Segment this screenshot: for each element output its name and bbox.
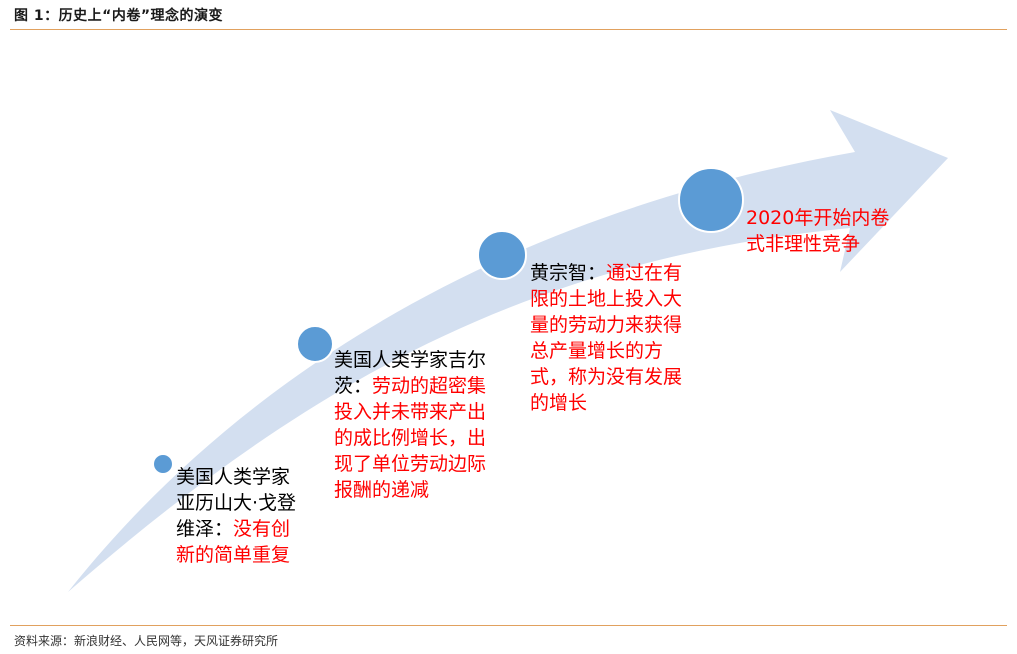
stage-1-name: 美国人类学家亚历山大·戈登维泽： bbox=[176, 466, 297, 540]
figure-title: 图 1：历史上“内卷”理念的演变 bbox=[14, 8, 224, 24]
stage-4-description: 2020年开始内卷式非理性竞争 bbox=[746, 207, 890, 255]
stage-4-label: 2020年开始内卷式非理性竞争 bbox=[746, 205, 898, 257]
stage-marker-4 bbox=[678, 167, 744, 233]
top-divider bbox=[10, 29, 1007, 30]
stage-3-label: 黄宗智：通过在有限的土地上投入大量的劳动力来获得总产量增长的方式，称为没有发展的… bbox=[530, 260, 684, 416]
stage-marker-2 bbox=[296, 325, 334, 363]
stage-2-name: 美国人类学家吉尔茨： bbox=[334, 349, 487, 397]
stage-3-description: 通过在有限的土地上投入大量的劳动力来获得总产量增长的方式，称为没有发展的增长 bbox=[530, 262, 683, 414]
stage-1-description: 没有创新的简单重复 bbox=[176, 518, 291, 566]
stage-1-label: 美国人类学家亚历山大·戈登维泽：没有创新的简单重复 bbox=[176, 464, 306, 568]
bottom-divider bbox=[10, 625, 1007, 626]
stage-marker-3 bbox=[477, 230, 527, 280]
stage-2-label: 美国人类学家吉尔茨：劳动的超密集投入并未带来产出的成比例增长，出现了单位劳动边际… bbox=[334, 347, 488, 503]
stage-2-description: 劳动的超密集投入并未带来产出的成比例增长，出现了单位劳动边际报酬的递减 bbox=[334, 375, 487, 501]
growth-arrow bbox=[68, 110, 948, 592]
stage-3-name: 黄宗智： bbox=[530, 262, 607, 284]
source-note: 资料来源：新浪财经、人民网等，天风证券研究所 bbox=[14, 634, 279, 648]
stage-marker-1 bbox=[152, 453, 174, 475]
